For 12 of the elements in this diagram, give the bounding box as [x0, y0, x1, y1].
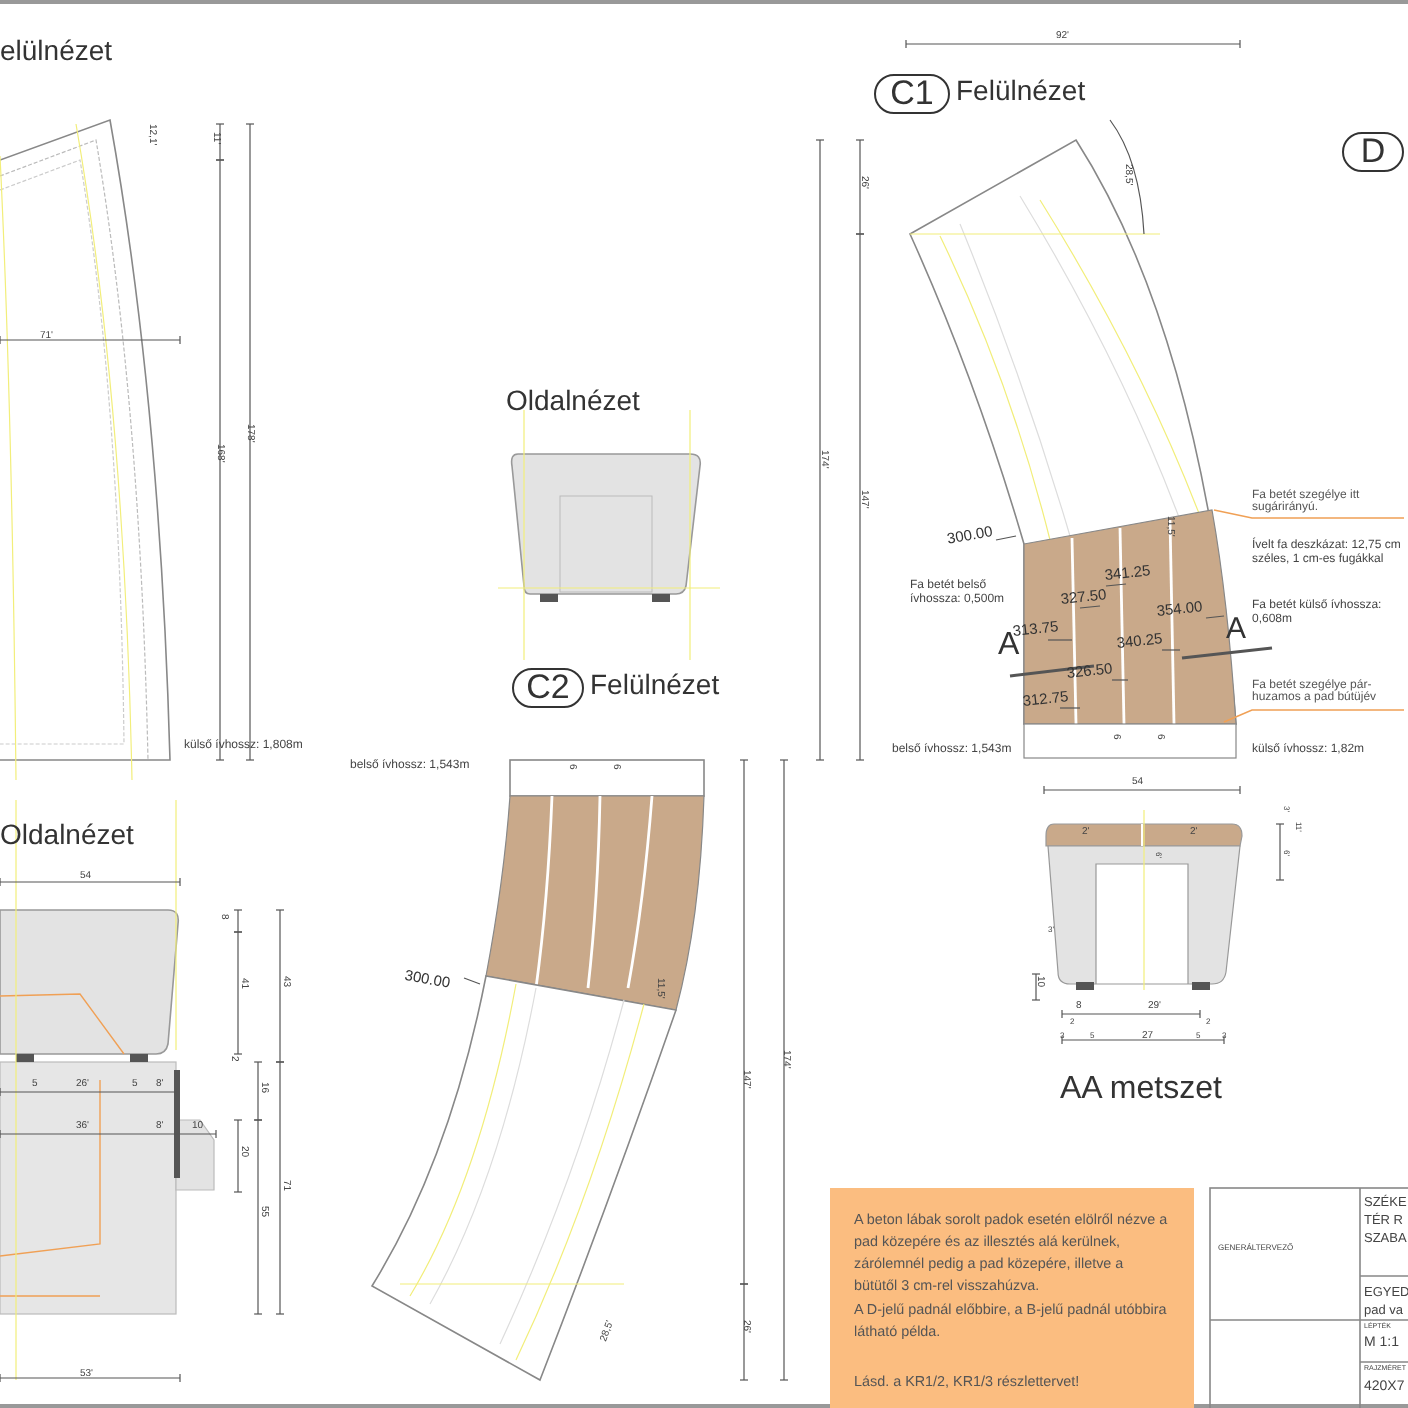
- view-title: AA metszet: [1060, 1072, 1222, 1108]
- view-title: Felülnézet: [956, 76, 1086, 107]
- view-marker-label: D: [1342, 132, 1404, 172]
- note-panel: [830, 1188, 1194, 1408]
- view-title: Felülnézet: [590, 670, 720, 701]
- leader-line: [1213, 509, 1405, 519]
- view-marker-label: C2: [512, 668, 584, 708]
- view-title: Oldalnézet: [506, 386, 640, 417]
- leader-line: [1223, 709, 1405, 723]
- view-marker-label: C1: [874, 74, 950, 114]
- view-title: Oldalnézet: [0, 820, 134, 851]
- view-title: elülnézet: [0, 36, 113, 67]
